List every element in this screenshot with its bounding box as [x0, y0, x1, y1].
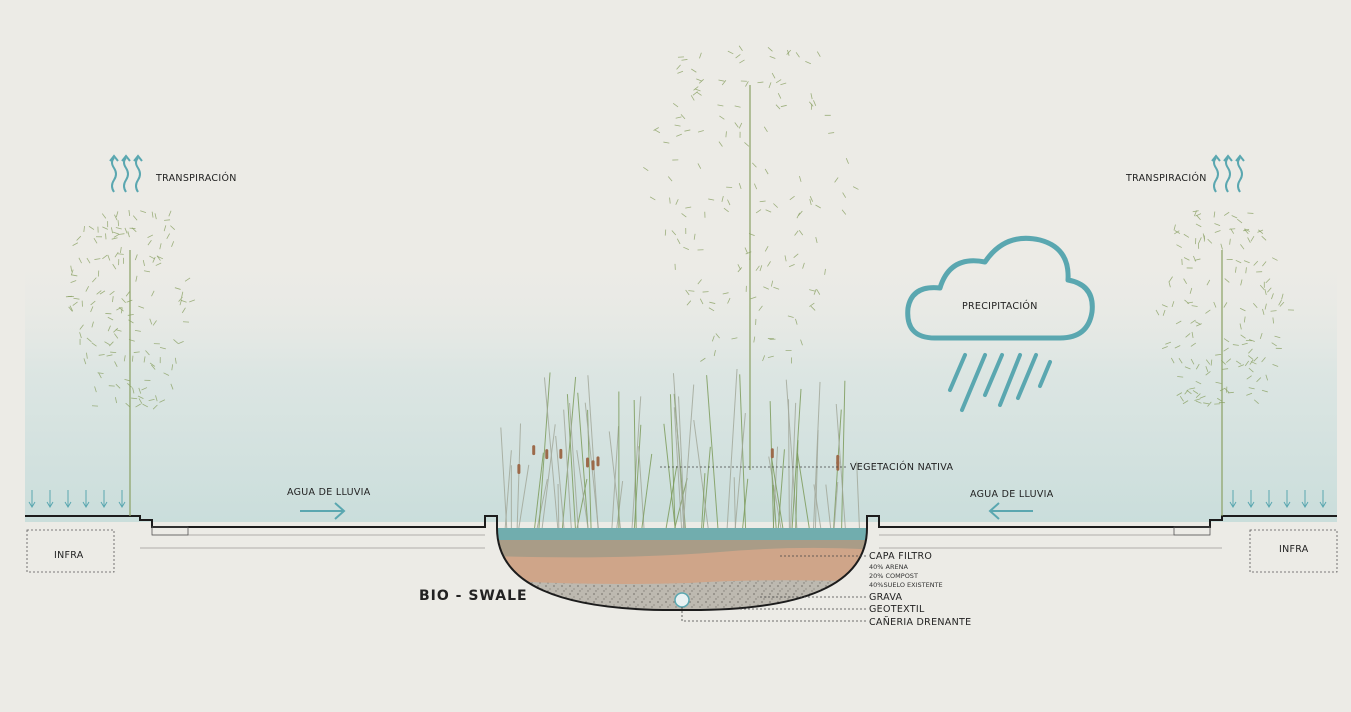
- infra-box-right: [1249, 529, 1338, 573]
- curbs: [151, 526, 1211, 536]
- up-wavy-arrows-icon: [1211, 154, 1245, 193]
- gravel-label: GRAVA: [869, 592, 903, 603]
- road-lines: [140, 534, 1222, 549]
- rainwater-label-right: AGUA DE LLUVIA: [970, 489, 1054, 500]
- leader-lines: [660, 466, 866, 622]
- infra-label-left: INFRA: [54, 550, 84, 561]
- water-layer: [497, 528, 867, 540]
- infiltration-arrows-right: [1229, 490, 1327, 508]
- drain-pipe-label: CAÑERIA DRENANTE: [869, 617, 971, 628]
- tree-right: [1155, 210, 1294, 516]
- filter-compost-label: 20% COMPOST: [869, 572, 918, 580]
- filter-layer-label: CAPA FILTRO: [869, 551, 932, 562]
- grasses: [500, 368, 860, 529]
- precipitation-label: PRECIPITACIÓN: [962, 300, 1038, 312]
- arrow-left-icon: [988, 502, 1033, 520]
- tree-center: [643, 45, 859, 470]
- infiltration-arrows-left: [28, 490, 126, 508]
- native-vegetation-label: VEGETACIÓN NATIVA: [850, 461, 953, 473]
- filter-soil-label: 40%SUELO EXISTENTE: [869, 581, 943, 589]
- drain-pipe-icon: [674, 592, 690, 608]
- transpiration-label-right: TRANSPIRACIÓN: [1125, 172, 1207, 184]
- rain-icon: [948, 353, 1052, 412]
- infra-box-left: [26, 529, 115, 573]
- arrow-right-icon: [300, 502, 346, 520]
- cloud-icon: [905, 235, 1095, 341]
- geotextile-label: GEOTEXTIL: [869, 604, 925, 615]
- bioswale-title: BIO - SWALE: [419, 588, 528, 604]
- up-wavy-arrows-icon: [109, 154, 143, 193]
- infra-label-right: INFRA: [1279, 544, 1309, 555]
- tree-left: [65, 209, 195, 516]
- transpiration-label-left: TRANSPIRACIÓN: [155, 172, 237, 184]
- swale-outline: [496, 527, 868, 612]
- rainwater-label-left: AGUA DE LLUVIA: [287, 487, 371, 498]
- vegetation: [65, 45, 1294, 529]
- filter-sand-label: 40% ARENA: [869, 563, 908, 571]
